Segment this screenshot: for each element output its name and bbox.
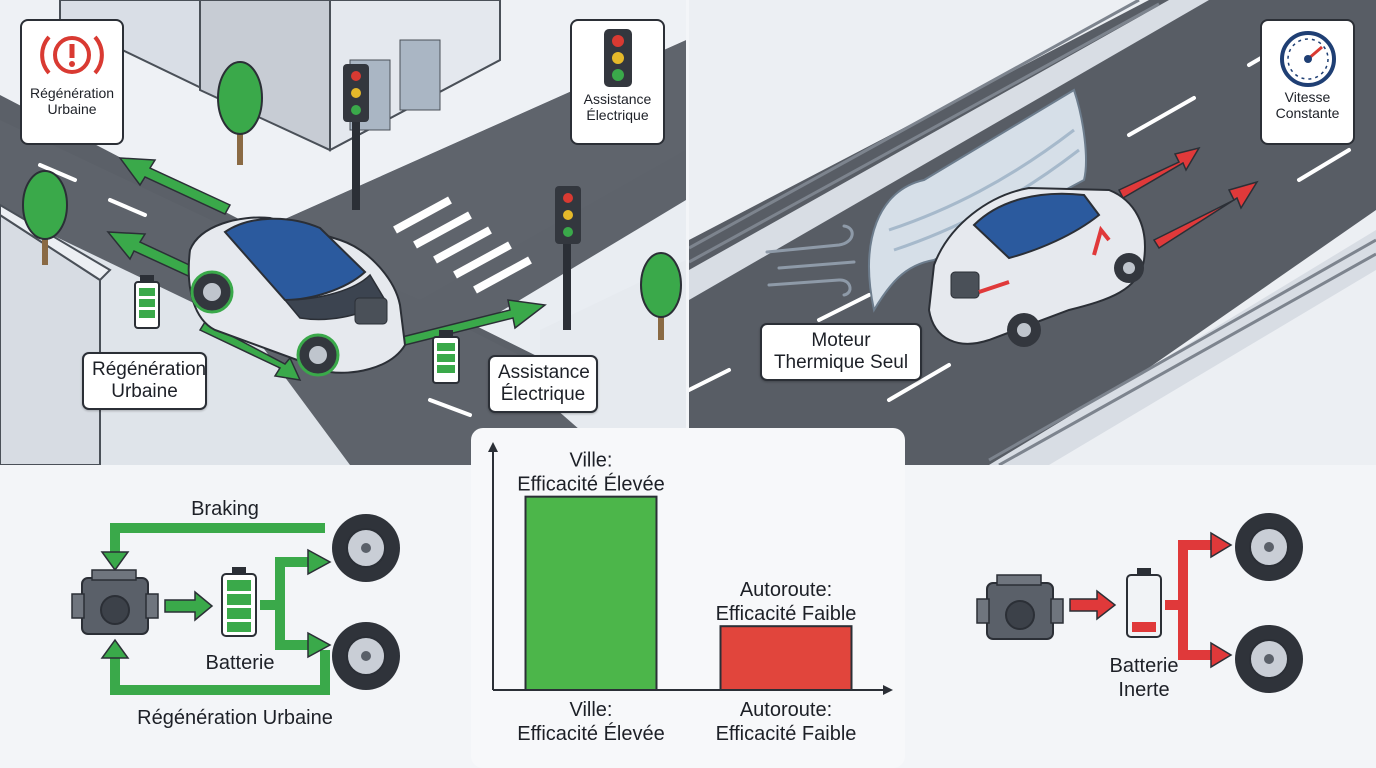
left-flow-diagram	[71, 514, 400, 695]
wheel-icon	[1235, 513, 1303, 581]
bar-autoroute	[719, 625, 853, 691]
braking-label: Braking	[191, 498, 259, 520]
regen-label: Régénération Urbaine	[82, 352, 207, 410]
x-axis-arrow	[883, 685, 893, 695]
brake-warning-icon	[40, 35, 104, 75]
assist-label: Assistance Électrique	[488, 355, 598, 413]
regen-flow-label: Régénération Urbaine	[137, 707, 333, 729]
regen-card-line1: Régénération	[29, 85, 115, 101]
right-flow-diagram	[976, 513, 1303, 693]
wheel-icon	[332, 514, 400, 582]
regen-icon-card: Régénération Urbaine	[20, 19, 124, 145]
battery-label: Batterie	[205, 652, 275, 674]
battery-low-icon	[1126, 568, 1162, 638]
regen-card-line2: Urbaine	[47, 101, 97, 118]
category-label: Efficacité Élevée	[517, 722, 665, 745]
engine-label: Moteur Thermique Seul	[760, 323, 922, 381]
assist-card-line2: Électrique	[586, 107, 649, 124]
highway-illustration	[689, 0, 1376, 465]
battery-full-icon	[221, 567, 257, 637]
bar-top-label: Efficacité Élevée	[517, 473, 665, 496]
inert-battery-label: Batterie Inerte	[1094, 654, 1194, 702]
speed-card-line1: Vitesse	[1284, 89, 1331, 105]
assist-icon-card: Assistance Électrique	[570, 19, 665, 145]
bar-ville	[524, 495, 658, 691]
engine-icon	[71, 569, 159, 635]
speed-card-line2: Constante	[1275, 105, 1340, 122]
engine-label-line2: Thermique Seul	[773, 351, 909, 373]
bar-top-label: Autoroute:	[740, 579, 832, 601]
y-axis-arrow	[488, 442, 498, 452]
engine-to-battery-arrow	[1069, 589, 1117, 621]
engine-icon	[976, 574, 1064, 640]
inert-battery-line1: Batterie	[1109, 655, 1179, 677]
category-label: Ville:	[570, 699, 613, 721]
regen-label-line2: Urbaine	[111, 380, 178, 402]
assist-label-line2: Électrique	[500, 383, 586, 405]
regen-label-line1: Régénération	[92, 359, 207, 380]
efficiency-chart: Ville:Efficacité ÉlevéeVille:Efficacité …	[488, 442, 893, 745]
engine-to-battery-arrow	[164, 590, 214, 622]
highway-scene	[689, 0, 1376, 465]
regen-arrowhead	[100, 638, 130, 659]
category-label: Autoroute:	[740, 699, 832, 721]
assist-card-line1: Assistance	[583, 91, 652, 107]
traffic-light-icon	[603, 29, 632, 87]
bar-top-label: Ville:	[570, 450, 613, 472]
braking-arrowhead	[100, 551, 130, 572]
engine-label-line1: Moteur	[811, 330, 871, 351]
wheel-icon	[1235, 625, 1303, 693]
inert-battery-line2: Inerte	[1118, 679, 1170, 701]
speedometer-icon	[1279, 31, 1336, 87]
category-label: Efficacité Faible	[716, 723, 857, 745]
bar-top-label: Efficacité Faible	[716, 603, 857, 625]
assist-label-line1: Assistance	[498, 362, 590, 383]
speed-icon-card: Vitesse Constante	[1260, 19, 1355, 145]
wheel-icon	[332, 622, 400, 690]
